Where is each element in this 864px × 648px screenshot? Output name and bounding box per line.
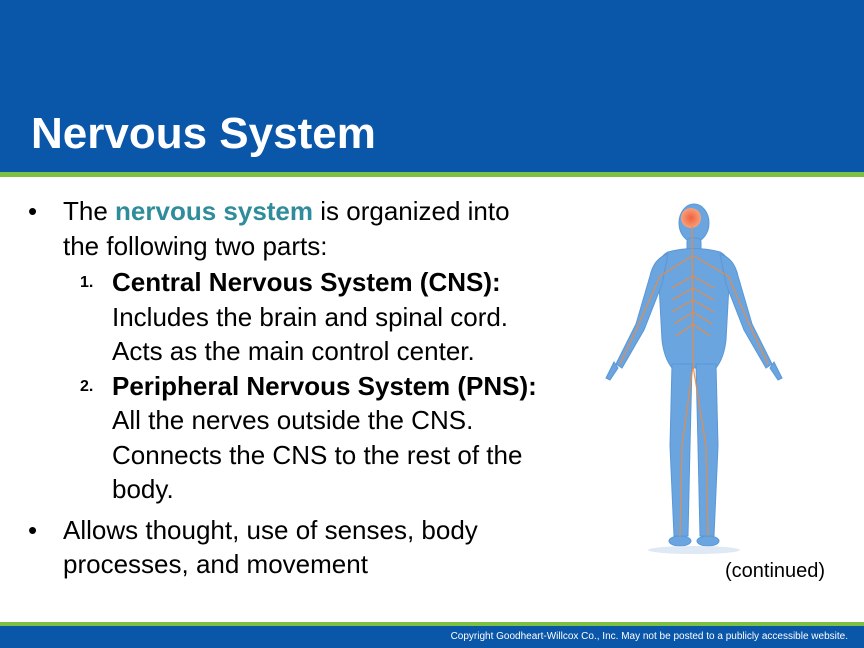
sub-list-item: 1. Central Nervous System (CNS): Include… xyxy=(63,265,548,369)
bullet-text: Allows thought, use of senses, body proc… xyxy=(63,514,478,580)
sub-list: 1. Central Nervous System (CNS): Include… xyxy=(63,265,548,507)
bullet-marker: • xyxy=(28,196,38,226)
nerve-lines xyxy=(619,225,769,537)
human-nervous-system-illustration xyxy=(605,203,783,554)
slide-body: • The nervous system is organized into t… xyxy=(28,194,548,582)
title-bar: Nervous System xyxy=(0,0,864,172)
sub-list-item: 2. Peripheral Nervous System (PNS): All … xyxy=(63,369,548,507)
footer-bar: Copyright Goodheart-Willcox Co., Inc. Ma… xyxy=(0,626,864,648)
item-text: Includes the brain and spinal cord. Acts… xyxy=(112,301,509,367)
bullet-item: • The nervous system is organized into t… xyxy=(28,194,548,507)
key-term: nervous system xyxy=(115,196,314,226)
body-silhouette xyxy=(605,203,783,547)
item-heading: Peripheral Nervous System (PNS): xyxy=(112,370,537,401)
continued-label: (continued) xyxy=(725,560,826,582)
bullet-item: • Allows thought, use of senses, body pr… xyxy=(28,513,548,582)
slide-title: Nervous System xyxy=(31,109,376,158)
item-number: 2. xyxy=(80,377,94,395)
bullet-text-before: The xyxy=(63,196,116,226)
bullet-marker: • xyxy=(28,514,38,545)
item-text: All the nerves outside the CNS. Connects… xyxy=(112,405,523,504)
brain-highlight xyxy=(681,208,701,228)
figure-shadow xyxy=(648,546,740,554)
item-number: 1. xyxy=(80,274,94,291)
title-divider xyxy=(0,172,864,177)
item-heading: Central Nervous System (CNS): xyxy=(112,267,501,297)
copyright-notice: Copyright Goodheart-Willcox Co., Inc. Ma… xyxy=(450,631,848,642)
footer-divider xyxy=(0,622,864,626)
bullet-text-after: is organized into the following two part… xyxy=(63,196,510,261)
